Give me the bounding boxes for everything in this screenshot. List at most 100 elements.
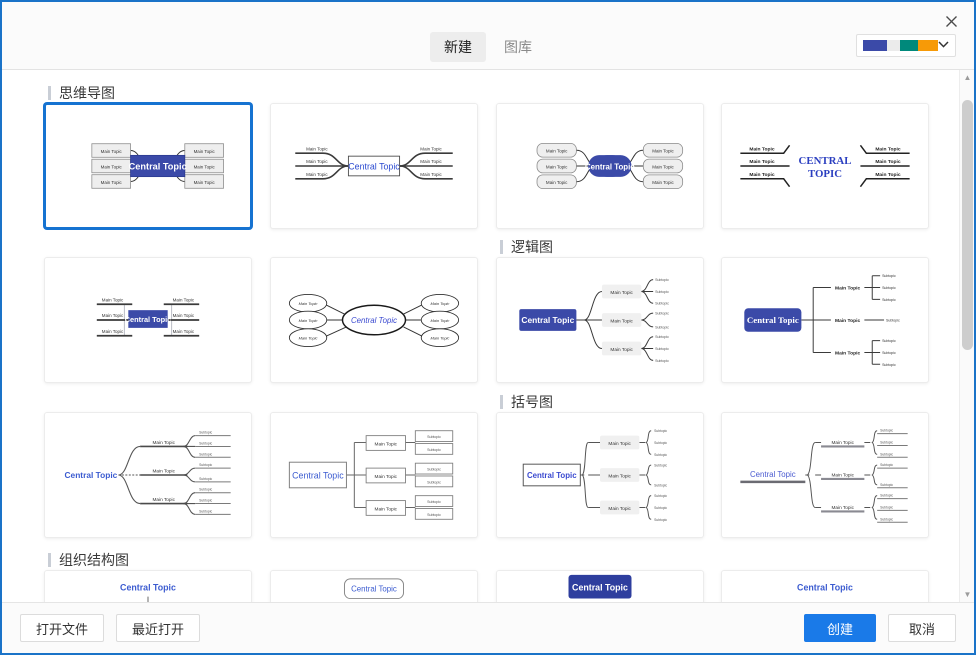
svg-text:Subtopic: Subtopic	[882, 298, 896, 302]
svg-text:Main Topic: Main Topic	[375, 441, 398, 447]
svg-text:Main Topic: Main Topic	[101, 164, 123, 169]
svg-text:Main Topic: Main Topic	[102, 297, 124, 302]
svg-text:Main Topic: Main Topic	[835, 318, 861, 324]
svg-text:Main Topic: Main Topic	[608, 473, 631, 479]
template-card-mindmap-classic-blue[interactable]: Central Topic Main Topic Main Topic Main…	[44, 103, 252, 229]
template-card-logic-tree-underline[interactable]: Central Topic Main Topic Main Topic Main…	[44, 412, 252, 538]
template-card-mindmap-rounded-pill[interactable]: Central Topic Main Topic Main Topic Main…	[496, 103, 704, 229]
svg-text:Main Topic: Main Topic	[610, 318, 633, 324]
svg-text:Main Topic: Main Topic	[431, 336, 450, 341]
svg-text:Main Topic: Main Topic	[610, 347, 633, 353]
svg-text:Central Topic: Central Topic	[125, 315, 172, 324]
template-card-logic-tree-boxed[interactable]: Central Topic Main Topic Main Topic Main…	[270, 412, 478, 538]
footer-actions: 创建 取消	[804, 614, 956, 642]
recent-files-button[interactable]: 最近打开	[116, 614, 201, 642]
svg-text:Central Topic: Central Topic	[120, 583, 176, 593]
template-card-org-chart-1[interactable]: Central Topic	[44, 570, 252, 602]
svg-text:Main Topic: Main Topic	[608, 506, 631, 512]
svg-text:Central Topic: Central Topic	[351, 585, 397, 594]
scrollbar-thumb[interactable]	[962, 100, 973, 350]
chevron-down-icon[interactable]	[938, 40, 949, 51]
svg-text:Subtopic: Subtopic	[655, 290, 669, 294]
svg-text:Main Topic: Main Topic	[194, 180, 216, 185]
svg-text:Main Topic: Main Topic	[749, 172, 775, 178]
template-card-org-chart-2[interactable]: Central Topic	[270, 570, 478, 602]
svg-text:Subtopic: Subtopic	[199, 509, 212, 513]
svg-text:Subtopic: Subtopic	[427, 513, 441, 517]
svg-text:Subtopic: Subtopic	[199, 441, 212, 445]
template-card-logic-tree-filled[interactable]: Central Topic Main Topic Main Topic Main…	[496, 257, 704, 383]
scroll-up-arrow[interactable]: ▲	[963, 73, 972, 82]
template-card-org-chart-3[interactable]: Central Topic	[496, 570, 704, 602]
scroll-down-arrow[interactable]: ▼	[963, 590, 972, 599]
template-card-mindmap-serif-plain[interactable]: CENTRAL TOPIC Main Topic Main Topic Main…	[721, 103, 929, 229]
tab-new[interactable]: 新建	[430, 32, 486, 62]
close-icon[interactable]	[936, 8, 966, 34]
svg-text:Main Topic: Main Topic	[299, 318, 318, 323]
svg-text:Subtopic: Subtopic	[880, 505, 893, 509]
svg-text:Main Topic: Main Topic	[153, 497, 176, 503]
svg-text:Subtopic: Subtopic	[880, 441, 893, 445]
svg-text:Subtopic: Subtopic	[654, 483, 667, 487]
svg-text:Central Topic: Central Topic	[572, 583, 628, 593]
svg-text:Main Topic: Main Topic	[375, 506, 398, 512]
svg-text:Central Topic: Central Topic	[521, 315, 574, 325]
swatch-gray	[886, 40, 900, 51]
svg-text:Main Topic: Main Topic	[875, 146, 901, 152]
svg-text:Main Topic: Main Topic	[546, 149, 568, 154]
svg-text:Main Topic: Main Topic	[749, 146, 775, 152]
dialog-tabs: 新建 图库	[2, 32, 974, 62]
svg-text:Subtopic: Subtopic	[880, 494, 893, 498]
open-file-button[interactable]: 打开文件	[20, 614, 105, 642]
svg-text:Central Topic: Central Topic	[747, 315, 799, 325]
svg-text:Subtopic: Subtopic	[882, 339, 896, 343]
svg-text:Subtopic: Subtopic	[655, 325, 669, 329]
theme-color-picker[interactable]	[856, 34, 956, 57]
template-card-bracket-boxed[interactable]: Central Topic Main Topic Main Topic Main…	[496, 412, 704, 538]
template-card-mindmap-underline[interactable]: Central Topic Main Topic Main Topic Main…	[270, 103, 478, 229]
svg-text:Main Topic: Main Topic	[875, 159, 901, 165]
template-card-bracket-underline[interactable]: Central Topic Main Topic Main Topic Main…	[721, 412, 929, 538]
svg-text:Subtopic: Subtopic	[427, 480, 441, 484]
section-title-logic: 逻辑图	[500, 240, 553, 254]
svg-text:Main Topic: Main Topic	[652, 164, 674, 169]
template-card-mindmap-orthogonal[interactable]: Central Topic Main Topic Main Topic Main…	[44, 257, 252, 383]
svg-text:Main Topic: Main Topic	[875, 172, 901, 178]
svg-text:Main Topic: Main Topic	[101, 180, 123, 185]
vertical-scrollbar[interactable]: ▲ ▼	[959, 70, 974, 602]
svg-text:Main Topic: Main Topic	[610, 290, 633, 296]
dialog-titlebar: 新建 图库	[2, 2, 974, 70]
svg-text:Subtopic: Subtopic	[199, 431, 212, 435]
template-card-mindmap-ellipse[interactable]: Central Topic Main Topic Main Topic Main…	[270, 257, 478, 383]
svg-text:Subtopic: Subtopic	[427, 448, 441, 452]
svg-text:Main Topic: Main Topic	[831, 505, 854, 511]
svg-text:Main Topic: Main Topic	[306, 146, 328, 151]
swatch-blue	[863, 40, 887, 51]
svg-text:Subtopic: Subtopic	[654, 441, 667, 445]
svg-text:Main Topic: Main Topic	[835, 285, 861, 291]
svg-text:Main Topic: Main Topic	[101, 149, 123, 154]
svg-text:Main Topic: Main Topic	[173, 297, 195, 302]
svg-text:Main Topic: Main Topic	[835, 350, 861, 356]
svg-text:Central Topic: Central Topic	[65, 470, 118, 480]
dialog-footer: 打开文件 最近打开 创建 取消	[2, 602, 974, 653]
svg-text:Main Topic: Main Topic	[299, 301, 318, 306]
svg-text:Main Topic: Main Topic	[652, 149, 674, 154]
svg-text:Main Topic: Main Topic	[194, 164, 216, 169]
create-button[interactable]: 创建	[804, 614, 876, 642]
template-scroll-area[interactable]: 思维导图 逻辑图 括号图 组织结构图	[2, 70, 974, 602]
svg-text:Subtopic: Subtopic	[654, 518, 667, 522]
svg-text:Subtopic: Subtopic	[427, 468, 441, 472]
svg-text:Subtopic: Subtopic	[882, 351, 896, 355]
svg-text:Main Topic: Main Topic	[299, 336, 318, 341]
swatch-teal	[899, 40, 918, 51]
svg-text:Subtopic: Subtopic	[199, 477, 212, 481]
template-card-org-chart-4[interactable]: Central Topic	[721, 570, 929, 602]
svg-text:Main Topic: Main Topic	[153, 440, 176, 446]
cancel-button[interactable]: 取消	[888, 614, 956, 642]
swatch-orange	[917, 40, 939, 51]
svg-text:Subtopic: Subtopic	[654, 429, 667, 433]
tab-gallery[interactable]: 图库	[504, 39, 532, 55]
template-card-logic-tree-serif[interactable]: Central Topic Main Topic Main Topic Main…	[721, 257, 929, 383]
svg-text:Main Topic: Main Topic	[375, 474, 398, 480]
